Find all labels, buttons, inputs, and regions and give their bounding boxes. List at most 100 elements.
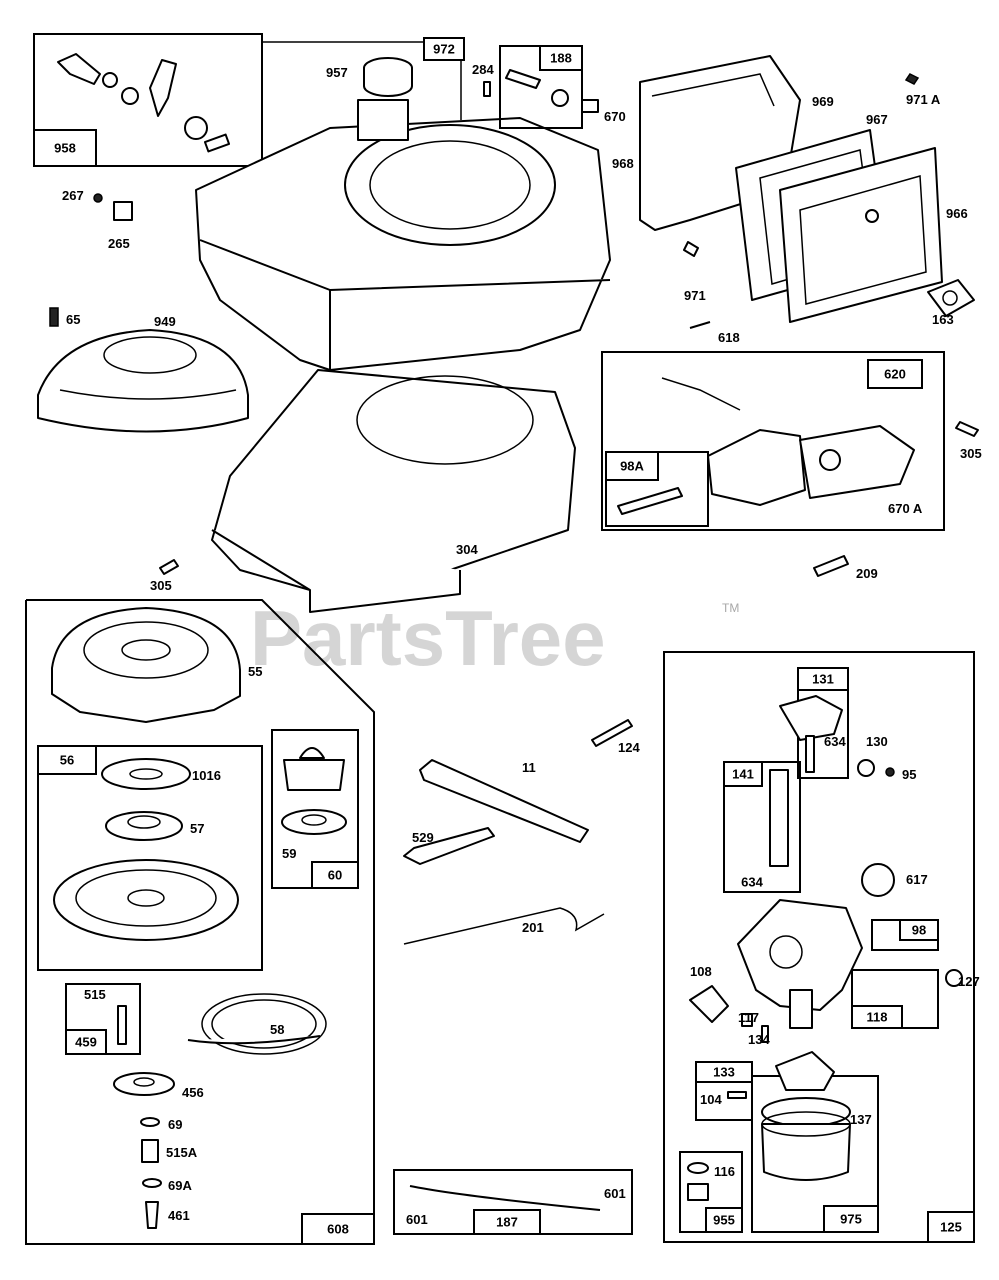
label-265: 265 [108,236,130,251]
tag-972[interactable] [424,38,464,60]
part-305b [160,560,178,574]
label-515: 515 [84,987,106,1002]
label-95: 95 [902,767,916,782]
label-601a: 601 [406,1212,428,1227]
washer-69 [141,1118,159,1126]
washer-116 [688,1163,708,1173]
label-617: 617 [906,872,928,887]
part-515 [118,1006,126,1044]
tag-141[interactable] [724,762,762,786]
label-124: 124 [618,740,640,755]
hex-key-11 [420,760,588,842]
label-65: 65 [66,312,80,327]
part-209 [814,556,848,576]
tag-975[interactable] [824,1206,878,1232]
tag-459[interactable] [66,1030,106,1054]
link-201 [404,908,604,944]
part-65 [50,308,58,326]
label-284: 284 [472,62,494,77]
label-461: 461 [168,1208,190,1223]
spring-515A [142,1140,158,1162]
kit-620-box [602,352,944,530]
tag-634b-text: 634 [741,875,763,890]
tag-972-text: 972 [433,42,455,57]
tag-141-text: 141 [732,767,754,782]
tag-620[interactable] [868,360,922,388]
tag-98[interactable] [900,920,938,940]
starter-housing-55 [52,608,240,722]
label-108: 108 [690,964,712,979]
choke-131 [780,696,842,772]
tag-187[interactable] [474,1210,540,1234]
tag-133[interactable] [696,1062,752,1082]
tag-955[interactable] [706,1208,742,1232]
label-968: 968 [612,156,634,171]
part-618 [690,322,710,328]
label-130: 130 [866,734,888,749]
part-971A [906,74,918,84]
label-163: 163 [932,312,954,327]
label-305a: 305 [960,446,982,461]
tag-60[interactable] [312,862,358,888]
label-134: 134 [748,1032,770,1047]
spring-57 [106,812,182,840]
label-117: 117 [738,1010,759,1025]
tag-620-text: 620 [884,367,906,382]
pulley [54,860,238,940]
label-969: 969 [812,94,834,109]
label-670A: 670 A [888,501,923,516]
fuel-bowl-137 [762,1052,850,1180]
label-601b: 601 [604,1186,626,1201]
part-117 [742,1014,752,1026]
part-265 [114,202,132,220]
part-188-bolt [506,70,540,88]
kit-958-parts [58,54,229,151]
tag-133-text: 133 [713,1065,735,1080]
o-ring-617 [862,864,894,896]
label-58: 58 [270,1022,284,1037]
washer-69A [143,1179,161,1187]
tag-125[interactable] [928,1212,974,1242]
label-949: 949 [154,314,176,329]
part-108 [690,986,728,1022]
tag-60-text: 60 [328,868,342,883]
gasket-163 [928,280,974,316]
label-104: 104 [700,1092,722,1107]
tag-98A[interactable] [606,452,658,480]
label-137: 137 [850,1112,872,1127]
part-134 [762,1026,768,1042]
tag-118[interactable] [852,1006,902,1028]
tag-131[interactable] [798,668,848,690]
label-1016: 1016 [192,768,221,783]
label-618: 618 [718,330,740,345]
kit-56-box [38,746,262,970]
tag-118-text: 118 [867,1010,888,1025]
fuel-line [410,1186,600,1210]
part-188-washer [552,90,568,106]
label-127: 127 [958,974,980,989]
tag-188[interactable] [540,46,582,70]
screw-95 [886,768,894,776]
air-cleaner-cover-966 [780,148,942,322]
label-529: 529 [412,830,434,845]
part-670 [582,100,598,112]
tag-56-text: 56 [60,753,74,768]
carburetor-body [738,900,862,1028]
tag-608[interactable] [302,1214,374,1244]
part-529 [404,828,494,864]
part-59 [282,810,346,834]
label-201: 201 [522,920,544,935]
label-304: 304 [456,542,478,557]
tag-56[interactable] [38,746,96,774]
rope-58 [188,994,326,1054]
label-971: 971 [684,288,706,303]
label-11: 11 [522,760,536,775]
label-69A: 69A [168,1178,192,1193]
part-104 [728,1092,746,1098]
part-456 [114,1073,174,1095]
kit-958-box [34,34,262,166]
label-971A: 971 A [906,92,941,107]
label-116: 116 [714,1164,735,1179]
tag-958[interactable] [34,130,96,166]
